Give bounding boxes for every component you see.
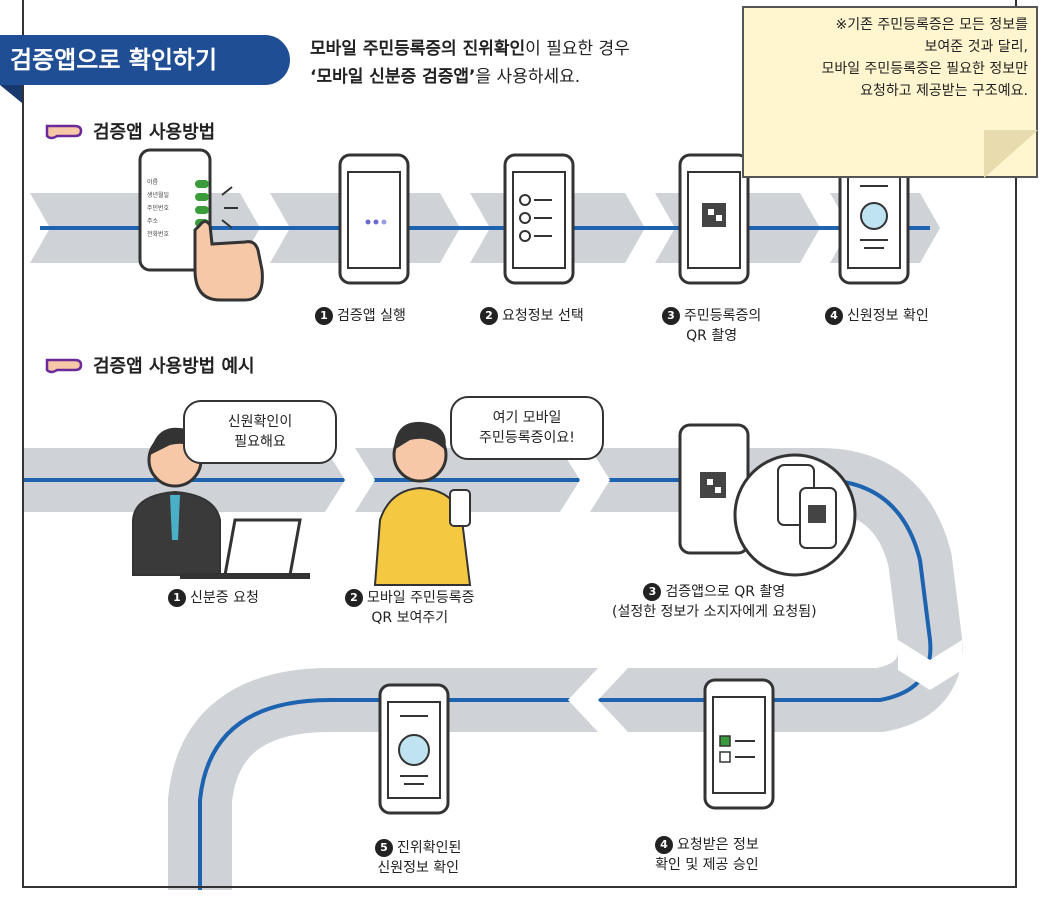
usage-step-2-num: 2	[480, 307, 498, 325]
phone-field-2: 생년월일	[147, 192, 170, 199]
phone-field-4: 주소	[147, 218, 159, 225]
usage-heading-text: 검증앱 사용방법	[93, 122, 216, 143]
usage-step-1-label: 검증앱 실행	[337, 308, 406, 324]
phone-field-3: 주민번호	[147, 205, 170, 212]
example-step-2-label: 모바일 주민등록증	[367, 590, 475, 606]
usage-step-3-num: 3	[662, 307, 680, 325]
example-step-2-label2: QR 보여주기	[371, 610, 449, 626]
example-step-3-num: 3	[643, 583, 662, 601]
phone-launch-icon	[138, 148, 264, 302]
phone-field-1: 이름	[147, 179, 159, 186]
speech-bubble-citizen: 여기 모바일 주민등록증이요!	[450, 396, 604, 460]
example-heading: 검증앱 사용방법 예시	[45, 352, 255, 378]
example-step-1-label: 신분증 요청	[190, 590, 259, 606]
citizen-illustration	[373, 421, 472, 586]
page-title: 검증앱으로 확인하기	[0, 35, 290, 85]
intro-line2-bold: ‘모바일 신분증 검증앱’	[310, 67, 476, 87]
example-step-3-label: 검증앱으로 QR 촬영	[665, 584, 786, 600]
pointing-hand-icon	[45, 124, 83, 140]
example-step-4-label2: 확인 및 제공 승인	[655, 857, 759, 873]
usage-step-4-num: 4	[825, 307, 843, 325]
usage-step-2-label: 요청정보 선택	[502, 308, 584, 324]
intro-line2-rest: 을 사용하세요.	[475, 67, 581, 87]
usage-step-1-num: 1	[315, 307, 333, 325]
example-heading-text: 검증앱 사용방법 예시	[93, 356, 255, 377]
bubble2-line2: 주민등록증이요!	[479, 430, 575, 446]
bubble1-line1: 신원확인이	[227, 414, 293, 430]
example-step-5-label: 진위확인된	[397, 840, 462, 856]
phone-verified-icon	[378, 683, 450, 815]
example-step-4-label: 요청받은 정보	[677, 837, 759, 853]
example-step-2-num: 2	[345, 589, 363, 607]
example-step-5-label2: 신원정보 확인	[377, 860, 460, 876]
phone-approve-icon	[703, 678, 775, 810]
example-step-4-num: 4	[655, 836, 673, 854]
note-line2: 보여준 것과 달리,	[924, 39, 1028, 55]
intro-line1-bold: 모바일 주민등록증의 진위확인	[310, 39, 526, 59]
note-line4: 요청하고 제공받는 구조예요.	[860, 83, 1028, 99]
usage-step-4-label: 신원정보 확인	[847, 308, 929, 324]
usage-step-3-label2: QR 촬영	[686, 328, 738, 344]
bubble2-line1: 여기 모바일	[492, 410, 562, 426]
example-road	[22, 448, 963, 890]
intro-line1-rest: 이 필요한 경우	[525, 39, 630, 59]
qr-scan-illustration	[678, 423, 857, 577]
example-step-1-num: 1	[168, 589, 186, 607]
phone-profile-icon	[838, 153, 910, 285]
intro-text: 모바일 주민등록증의 진위확인이 필요한 경우 ‘모바일 신분증 검증앱’을 사…	[310, 35, 630, 91]
phone-qr-icon	[678, 153, 750, 285]
phone-loading-icon	[338, 153, 410, 285]
usage-step-3-label: 주민등록증의	[684, 308, 762, 324]
note-line3: 모바일 주민등록증은 필요한 정보만	[821, 61, 1028, 77]
example-step-3-label2: (설정한 정보가 소지자에게 요청됨)	[612, 604, 817, 620]
example-step-5-num: 5	[375, 839, 393, 857]
note-line1: ※기존 주민등록증은 모든 정보를	[835, 17, 1028, 33]
speech-bubble-officer: 신원확인이 필요해요	[183, 400, 337, 464]
pointing-hand-icon	[45, 358, 83, 374]
bubble1-line2: 필요해요	[234, 434, 286, 450]
phone-checklist-icon	[503, 153, 575, 285]
phone-field-list: 이름 생년월일 주민번호 주소 전화번호	[147, 176, 169, 241]
usage-heading: 검증앱 사용방법	[45, 118, 215, 144]
phone-field-5: 전화번호	[147, 231, 170, 238]
content-frame	[22, 0, 1017, 888]
